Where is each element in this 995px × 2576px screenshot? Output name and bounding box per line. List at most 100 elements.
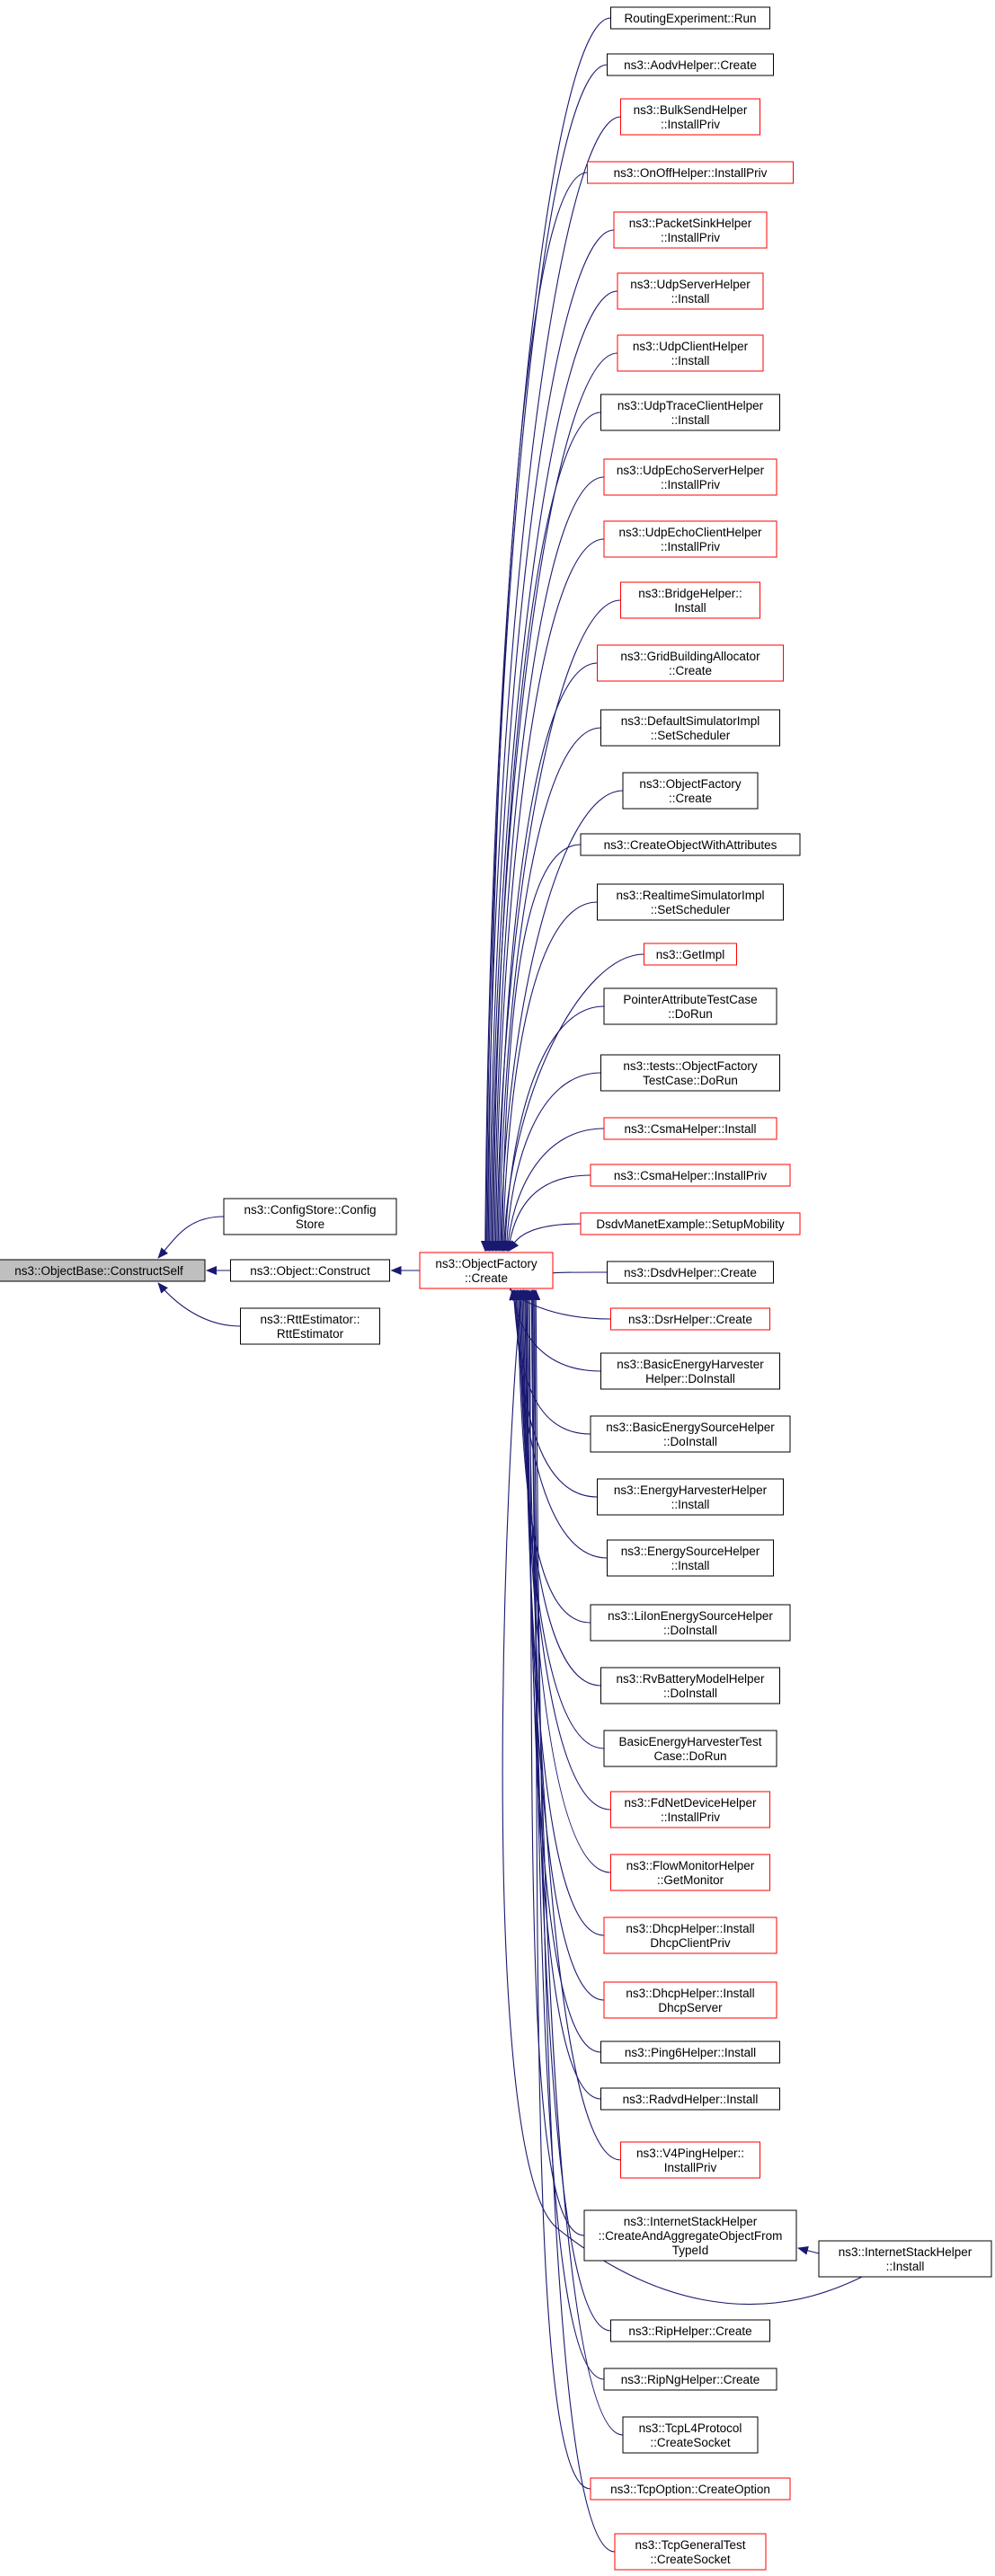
graph-node-c25[interactable]: ns3::BasicEnergySourceHelper::DoInstall [590, 1415, 791, 1453]
node-label: InstallPriv [664, 2161, 717, 2174]
edge-c37-to-objectfactory-create [523, 1289, 621, 2161]
graph-node-c10[interactable]: ns3::BridgeHelper::Install [620, 581, 760, 619]
graph-node-c9[interactable]: ns3::UdpEchoClientHelper::InstallPriv [603, 520, 777, 558]
graph-node-c31[interactable]: ns3::FdNetDeviceHelper::InstallPriv [610, 1791, 770, 1828]
graph-node-c19[interactable]: ns3::CsmaHelper::Install [603, 1117, 777, 1140]
graph-node-c28[interactable]: ns3::LiIonEnergySourceHelper::DoInstall [590, 1604, 791, 1642]
edge-c0-to-objectfactory-create [480, 17, 611, 1252]
edge-c43-to-objectfactory-create [531, 1289, 616, 2553]
node-label: ::DoRun [668, 1007, 713, 1021]
node-label: ns3::FdNetDeviceHelper [624, 1796, 757, 1810]
graph-node-c21[interactable]: DsdvManetExample::SetupMobility [580, 1212, 801, 1235]
node-label: ns3::RadvdHelper::Install [623, 2093, 759, 2106]
node-label: Case::DoRun [653, 1749, 726, 1763]
node-label: Install [674, 601, 706, 615]
node-box [644, 943, 737, 966]
node-label: RttEstimator [277, 1327, 344, 1341]
graph-node-c14[interactable]: ns3::CreateObjectWithAttributes [580, 833, 801, 856]
graph-node-object-construct[interactable]: ns3::Object::Construct [230, 1259, 390, 1282]
node-box [610, 2319, 770, 2342]
graph-node-c23[interactable]: ns3::DsrHelper::Create [610, 1307, 770, 1331]
graph-node-ish-install[interactable]: ns3::InternetStackHelper::Install [818, 2240, 992, 2278]
node-label: ::Create [669, 792, 712, 805]
graph-node-c20[interactable]: ns3::CsmaHelper::InstallPriv [590, 1164, 791, 1187]
graph-node-c1[interactable]: ns3::AodvHelper::Create [607, 53, 774, 76]
graph-node-c37[interactable]: ns3::V4PingHelper::InstallPriv [620, 2141, 760, 2179]
edge-c13-to-objectfactory-create [496, 790, 624, 1252]
graph-node-c0[interactable]: RoutingExperiment::Run [610, 6, 770, 30]
graph-node-c16[interactable]: ns3::GetImpl [644, 943, 737, 966]
node-box [0, 1259, 206, 1282]
edge-c33-to-objectfactory-create [519, 1289, 605, 1936]
node-label: ns3::CreateObjectWithAttributes [604, 838, 777, 852]
graph-node-c40[interactable]: ns3::RipNgHelper::Create [603, 2368, 777, 2391]
graph-node-c3[interactable]: ns3::OnOffHelper::InstallPriv [587, 161, 794, 184]
graph-node-c13[interactable]: ns3::ObjectFactory::Create [622, 772, 759, 810]
node-box [603, 2368, 777, 2391]
graph-node-c15[interactable]: ns3::RealtimeSimulatorImpl::SetScheduler [597, 883, 784, 921]
edge-c42-to-objectfactory-create [529, 1289, 591, 2490]
node-label: ns3::BulkSendHelper [634, 103, 748, 117]
node-label: ns3::UdpClientHelper [633, 340, 749, 353]
node-box [603, 1917, 777, 1954]
graph-node-c2[interactable]: ns3::BulkSendHelper::InstallPriv [620, 98, 760, 136]
node-label: ns3::LiIonEnergySourceHelper [608, 1609, 773, 1623]
graph-node-c6[interactable]: ns3::UdpClientHelper::Install [617, 334, 764, 372]
graph-node-c7[interactable]: ns3::UdpTraceClientHelper::Install [600, 394, 780, 431]
graph-node-c27[interactable]: ns3::EnergySourceHelper::Install [607, 1539, 774, 1577]
graph-node-c29[interactable]: ns3::RvBatteryModelHelper::DoInstall [600, 1667, 780, 1704]
graph-node-c24[interactable]: ns3::BasicEnergyHarvesterHelper::DoInsta… [600, 1352, 780, 1390]
node-label: ns3::ConfigStore::Config [244, 1203, 376, 1217]
node-label: ns3::TcpL4Protocol [639, 2421, 742, 2435]
node-label: ::InstallPriv [661, 1810, 720, 1824]
node-box [590, 1164, 791, 1187]
node-label: Helper::DoInstall [645, 1372, 735, 1385]
node-box [614, 2533, 767, 2571]
graph-node-c39[interactable]: ns3::RipHelper::Create [610, 2319, 770, 2342]
node-box [620, 2141, 760, 2179]
edge-c2-to-objectfactory-create [483, 116, 621, 1252]
edge-c20-to-objectfactory-create [505, 1174, 591, 1252]
node-label: ns3::PacketSinkHelper [629, 217, 752, 230]
graph-node-c17[interactable]: PointerAttributeTestCase::DoRun [603, 987, 777, 1025]
graph-node-configstore[interactable]: ns3::ConfigStore::ConfigStore [223, 1198, 397, 1235]
graph-node-c35[interactable]: ns3::Ping6Helper::Install [600, 2040, 780, 2064]
graph-node-c42[interactable]: ns3::TcpOption::CreateOption [590, 2477, 791, 2501]
graph-node-c8[interactable]: ns3::UdpEchoServerHelper::InstallPriv [603, 458, 777, 496]
node-label: ns3::UdpTraceClientHelper [617, 399, 764, 412]
graph-node-c4[interactable]: ns3::PacketSinkHelper::InstallPriv [613, 211, 768, 249]
graph-node-rttestimator[interactable]: ns3::RttEstimator::RttEstimator [240, 1307, 380, 1345]
node-label: ns3::GetImpl [656, 948, 725, 961]
node-box [590, 1415, 791, 1453]
node-label: ::SetScheduler [651, 729, 731, 742]
graph-node-c5[interactable]: ns3::UdpServerHelper::Install [617, 272, 764, 310]
graph-node-c22[interactable]: ns3::DsdvHelper::Create [607, 1261, 774, 1284]
node-box [620, 581, 760, 619]
node-box [610, 1307, 770, 1331]
node-box [603, 458, 777, 496]
graph-node-c32[interactable]: ns3::FlowMonitorHelper::GetMonitor [610, 1854, 770, 1891]
node-box [600, 1352, 780, 1390]
graph-node-c36[interactable]: ns3::RadvdHelper::Install [600, 2087, 780, 2111]
graph-node-c43[interactable]: ns3::TcpGeneralTest::CreateSocket [614, 2533, 767, 2571]
graph-node-c38[interactable]: ns3::InternetStackHelper::CreateAndAggre… [583, 2209, 797, 2262]
graph-node-c12[interactable]: ns3::DefaultSimulatorImpl::SetScheduler [600, 709, 780, 747]
node-label: ns3::DsdvHelper::Create [624, 1266, 757, 1279]
graph-node-objectfactory-create[interactable]: ns3::ObjectFactory::Create [419, 1252, 554, 1289]
node-label: ::CreateSocket [650, 2436, 731, 2449]
graph-node-c41[interactable]: ns3::TcpL4Protocol::CreateSocket [622, 2416, 759, 2454]
edge-c18-to-objectfactory-create [502, 1072, 601, 1252]
graph-node-c26[interactable]: ns3::EnergyHarvesterHelper::Install [597, 1478, 784, 1516]
node-box [600, 394, 780, 431]
node-label: ns3::TcpOption::CreateOption [610, 2483, 770, 2496]
node-label: ns3::DhcpHelper::Install [626, 1987, 754, 2000]
graph-node-c11[interactable]: ns3::GridBuildingAllocator::Create [597, 644, 784, 682]
edge-c1-to-objectfactory-create [481, 64, 608, 1252]
edge-c40-to-objectfactory-create [528, 1289, 605, 2380]
node-box [613, 211, 768, 249]
node-box [603, 1117, 777, 1140]
